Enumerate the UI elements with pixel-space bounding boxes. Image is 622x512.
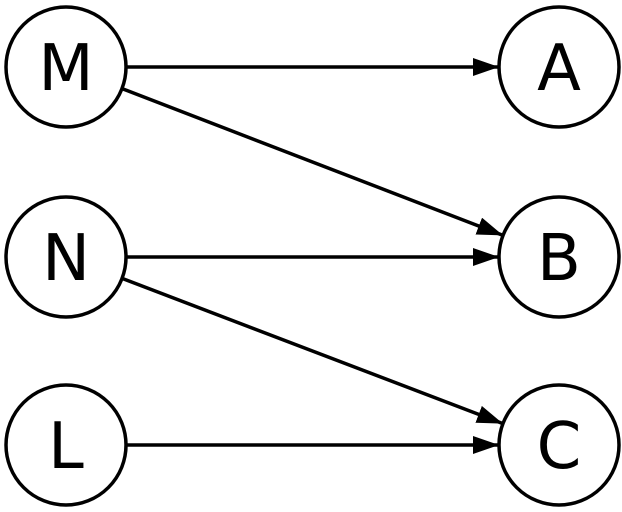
edge-M-to-B bbox=[121, 86, 504, 238]
node-label-A: A bbox=[537, 32, 581, 106]
node-B: B bbox=[497, 195, 621, 319]
node-L: L bbox=[4, 383, 128, 507]
node-label-N: N bbox=[42, 222, 90, 296]
node-label-B: B bbox=[537, 222, 581, 296]
node-circle-C bbox=[497, 383, 621, 507]
node-circle-M bbox=[4, 5, 128, 129]
node-circle-B bbox=[497, 195, 621, 319]
edge-N-to-C bbox=[121, 276, 504, 426]
node-circle-A bbox=[497, 5, 621, 129]
node-N: N bbox=[4, 195, 128, 319]
node-A: A bbox=[497, 5, 621, 129]
node-circle-N bbox=[4, 195, 128, 319]
node-label-M: M bbox=[38, 32, 93, 106]
node-label-C: C bbox=[537, 410, 582, 484]
node-M: M bbox=[4, 5, 128, 129]
node-C: C bbox=[497, 383, 621, 507]
node-circle-L bbox=[4, 383, 128, 507]
node-label-L: L bbox=[48, 410, 84, 484]
